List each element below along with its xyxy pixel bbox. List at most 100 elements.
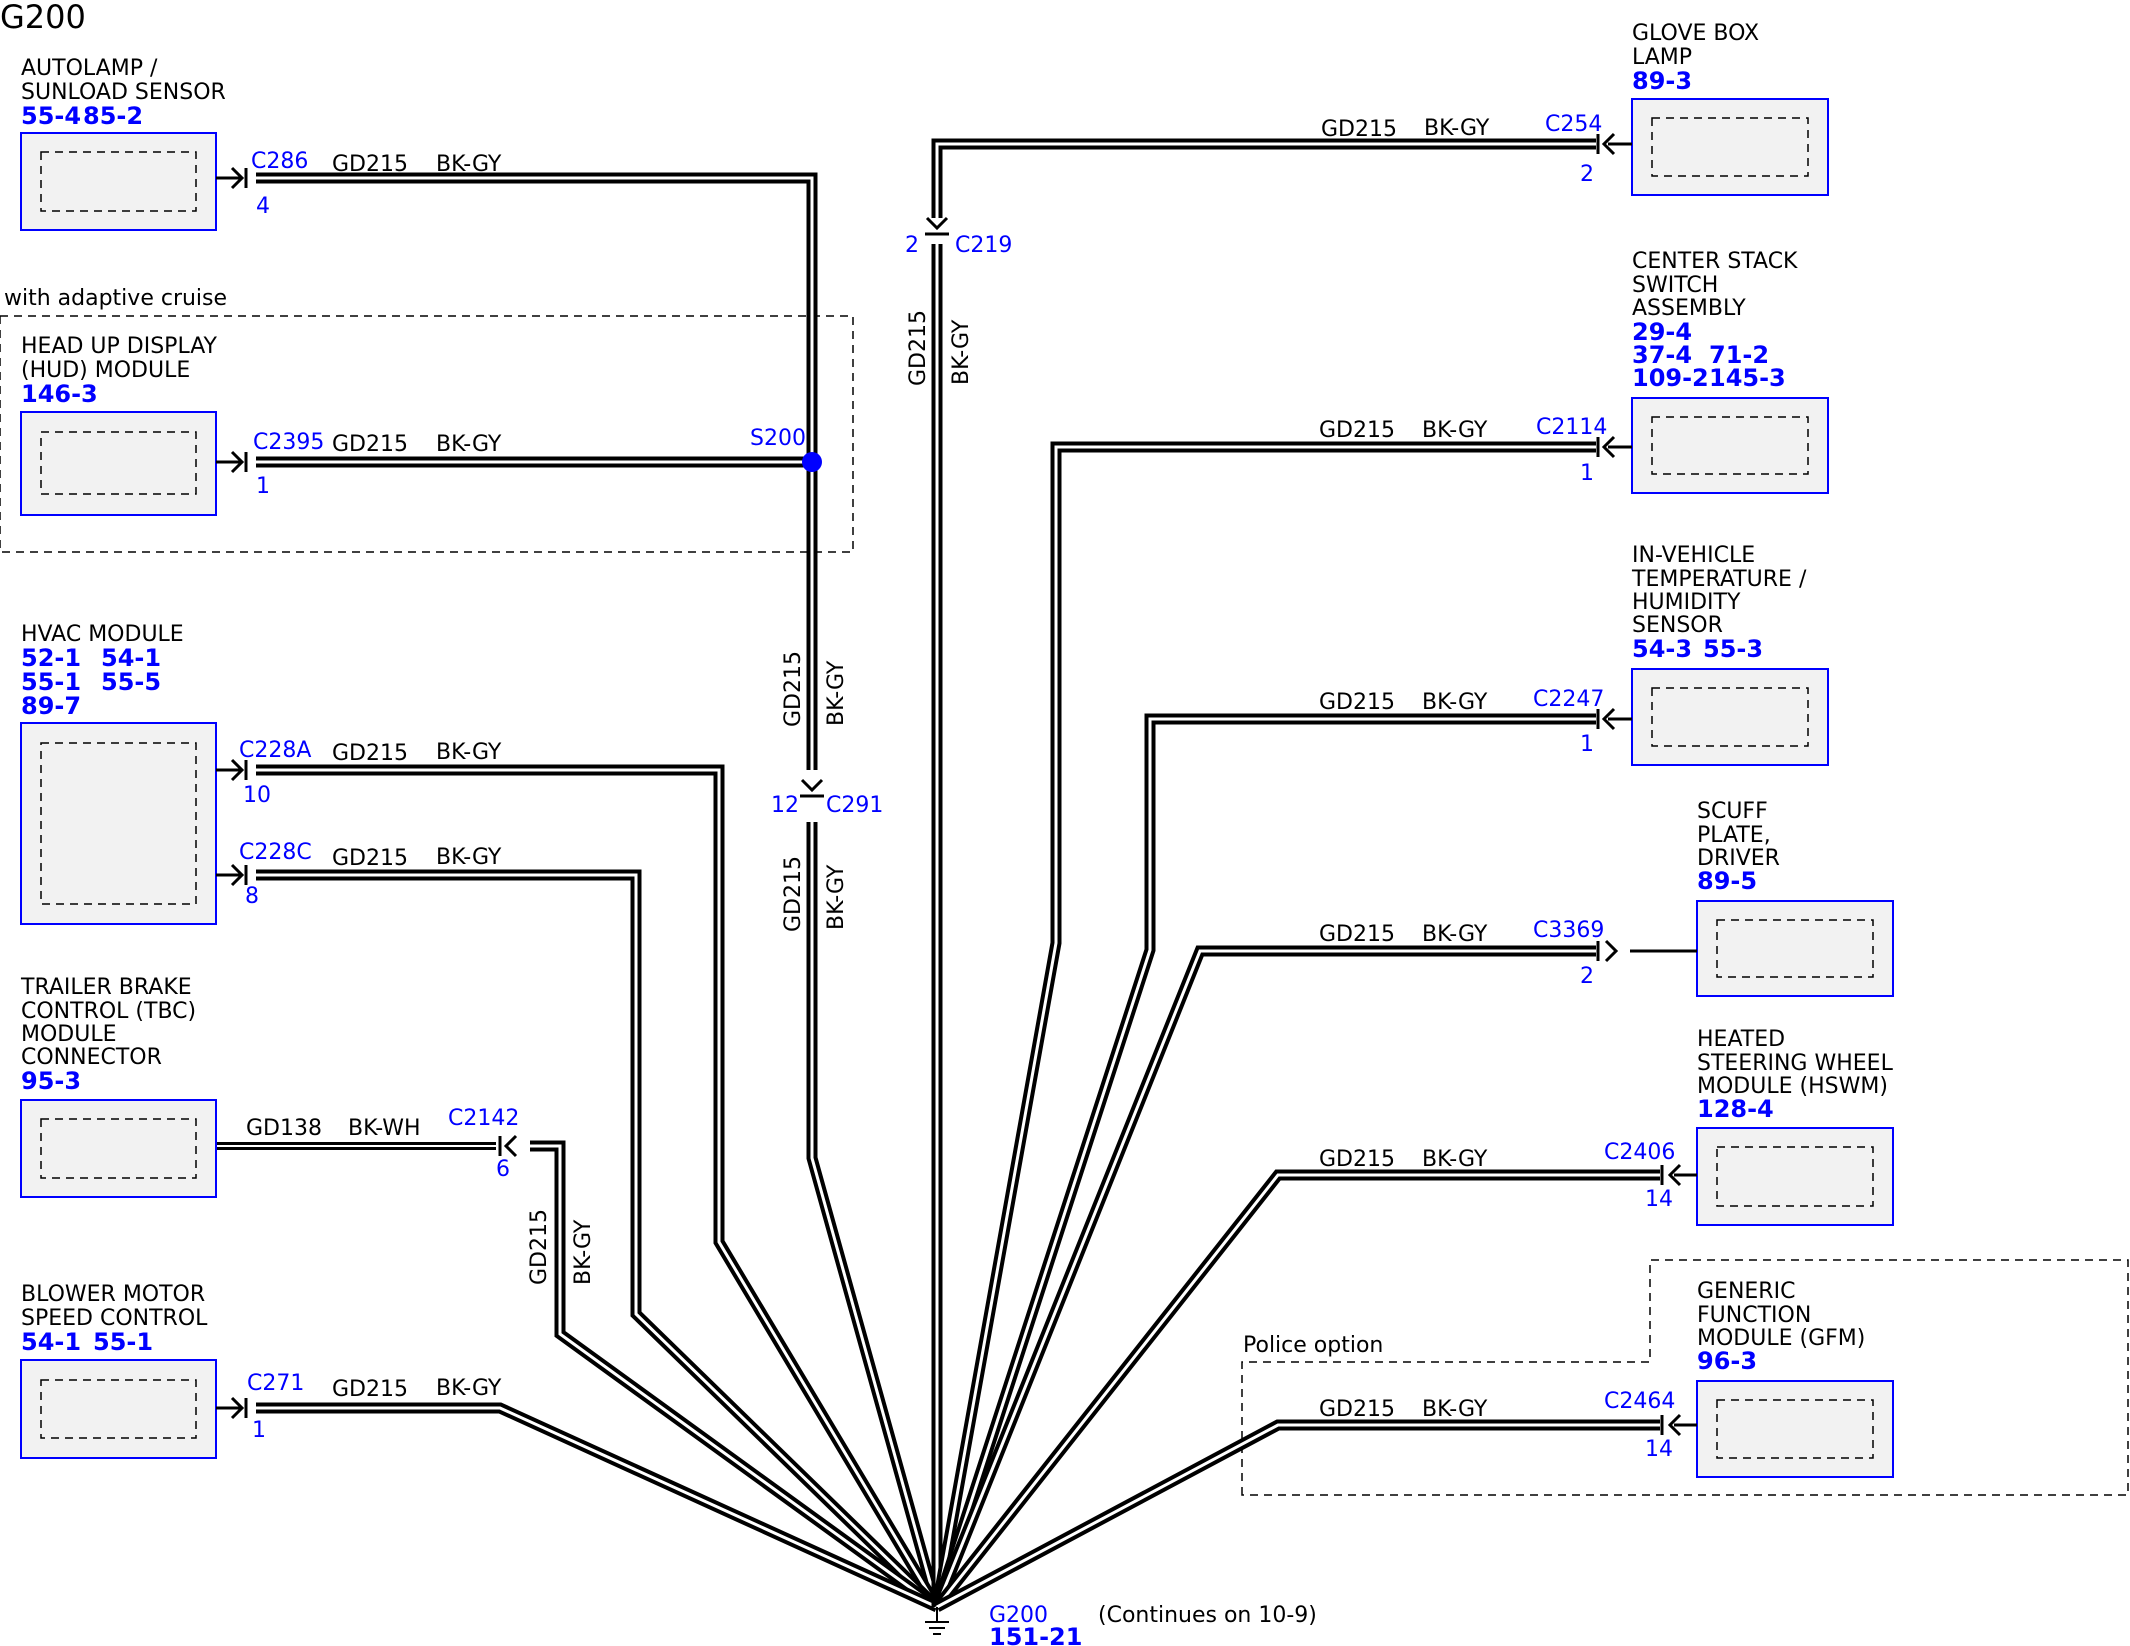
wire-color-label: BK-GY bbox=[436, 1376, 502, 1401]
splice-s200 bbox=[802, 452, 822, 472]
connector-name: C228A bbox=[239, 738, 311, 763]
circuit-label: GD215 bbox=[781, 856, 806, 932]
component-label: SWITCH bbox=[1632, 273, 1718, 298]
circuit-label: GD215 bbox=[332, 1377, 408, 1402]
wire-color-label: BK-GY bbox=[436, 845, 502, 870]
component-label: IN-VEHICLE bbox=[1632, 543, 1755, 568]
connector-name: C291 bbox=[826, 793, 883, 818]
center-stack-switch-assembly: CENTER STACK SWITCH ASSEMBLY 29-4 37-4 7… bbox=[1631, 249, 1829, 494]
component-ref: 89-7 bbox=[21, 692, 81, 720]
component-ref: 55-3 bbox=[1703, 635, 1763, 663]
wire-labels: GD215 BK-GY GD215 BK-GY GD215 BK-GY GD21… bbox=[246, 116, 1490, 1422]
glove-box-lamp: GLOVE BOX LAMP 89-3 bbox=[1631, 21, 1829, 196]
component-ref: 54-1 bbox=[101, 644, 161, 672]
connector-pin: 1 bbox=[1580, 461, 1594, 486]
circuit-label: GD215 bbox=[1319, 922, 1395, 947]
connector-labels: C286 4 C2395 1 C228A 10 C228C 8 C2142 6 … bbox=[239, 112, 1675, 1462]
component-ref: 96-3 bbox=[1697, 1347, 1757, 1375]
circuit-label: GD215 bbox=[1319, 1397, 1395, 1422]
component-label: HEATED bbox=[1697, 1027, 1785, 1052]
ground-icon bbox=[925, 1607, 949, 1635]
component-ref: 109-2 bbox=[1632, 364, 1709, 392]
wire-labels-vertical: GD215 BK-GY GD215 BK-GY GD215 BK-GY GD21… bbox=[527, 310, 974, 1285]
component-label: ASSEMBLY bbox=[1632, 296, 1746, 321]
wire-color-label: BK-GY bbox=[1422, 690, 1488, 715]
component-label: LAMP bbox=[1632, 45, 1692, 70]
connector-pin: 6 bbox=[496, 1157, 510, 1182]
wire-color-label: BK-GY bbox=[949, 319, 974, 385]
connector-name: C271 bbox=[247, 1371, 304, 1396]
component-ref: 54-3 bbox=[1632, 635, 1692, 663]
connector-name: C2406 bbox=[1604, 1140, 1675, 1165]
circuit-label: GD215 bbox=[1319, 1147, 1395, 1172]
circuit-label: GD215 bbox=[332, 741, 408, 766]
component-label: AUTOLAMP / bbox=[21, 56, 158, 81]
circuit-label: GD215 bbox=[1319, 690, 1395, 715]
wire-color-label: BK-GY bbox=[1422, 418, 1488, 443]
component-label: DRIVER bbox=[1697, 846, 1780, 871]
connector-name: C2142 bbox=[448, 1106, 519, 1131]
page-title: G200 bbox=[0, 0, 86, 36]
connector-pin: 1 bbox=[252, 1418, 266, 1443]
connector-pin: 2 bbox=[1580, 964, 1594, 989]
adaptive-cruise-zone bbox=[0, 315, 854, 553]
autolamp-sunload-sensor: AUTOLAMP / SUNLOAD SENSOR 55-4 85-2 bbox=[20, 56, 226, 231]
wire-color-label: BK-GY bbox=[1422, 1397, 1488, 1422]
component-ref: 71-2 bbox=[1709, 341, 1769, 369]
component-label: MODULE bbox=[21, 1022, 117, 1047]
component-ref: 145-3 bbox=[1709, 364, 1786, 392]
connector-symbols bbox=[216, 132, 1697, 1437]
circuit-label: GD138 bbox=[246, 1116, 322, 1141]
connector-pin: 4 bbox=[256, 194, 270, 219]
component-label: BLOWER MOTOR bbox=[21, 1282, 205, 1307]
ground-label: G200 bbox=[989, 1603, 1048, 1628]
connector-name: C228C bbox=[239, 840, 312, 865]
component-label: HEAD UP DISPLAY bbox=[21, 334, 218, 359]
wire-color-label: BK-GY bbox=[1424, 116, 1490, 141]
component-label: MODULE (GFM) bbox=[1697, 1326, 1865, 1351]
connector-pin: 2 bbox=[905, 233, 919, 258]
connector-pin: 1 bbox=[1580, 732, 1594, 757]
connector-name: C2114 bbox=[1536, 415, 1607, 440]
connector-name: C2395 bbox=[253, 430, 324, 455]
circuit-label: GD215 bbox=[332, 432, 408, 457]
circuit-label: GD215 bbox=[906, 310, 931, 386]
component-label: SPEED CONTROL bbox=[21, 1306, 208, 1331]
component-label: GENERIC bbox=[1697, 1279, 1795, 1304]
component-label: (HUD) MODULE bbox=[21, 358, 190, 383]
hud-module: HEAD UP DISPLAY (HUD) MODULE 146-3 bbox=[20, 334, 218, 516]
adaptive-cruise-label: with adaptive cruise bbox=[4, 286, 227, 311]
blower-motor-speed-control: BLOWER MOTOR SPEED CONTROL 54-1 55-1 bbox=[20, 1282, 217, 1459]
connector-pin: 2 bbox=[1580, 162, 1594, 187]
scuff-plate-driver: SCUFF PLATE, DRIVER 89-5 bbox=[1696, 799, 1894, 997]
component-label: SCUFF bbox=[1697, 799, 1768, 824]
continues-note: (Continues on 10-9) bbox=[1098, 1603, 1317, 1628]
component-ref: 85-2 bbox=[83, 102, 143, 130]
component-label: FUNCTION bbox=[1697, 1303, 1811, 1328]
connector-name: C219 bbox=[955, 233, 1012, 258]
wire-color-label: BK-GY bbox=[824, 864, 849, 930]
connector-pin: 14 bbox=[1645, 1437, 1673, 1462]
component-label: HVAC MODULE bbox=[21, 622, 184, 647]
component-label: MODULE (HSWM) bbox=[1697, 1074, 1888, 1099]
circuit-label: GD215 bbox=[527, 1209, 552, 1285]
component-label: GLOVE BOX bbox=[1632, 21, 1759, 46]
circuit-label: GD215 bbox=[332, 846, 408, 871]
connector-pin: 1 bbox=[256, 474, 270, 499]
component-label: TEMPERATURE / bbox=[1631, 567, 1807, 592]
component-label: PLATE, bbox=[1697, 823, 1771, 848]
connector-name: C3369 bbox=[1533, 918, 1604, 943]
component-label: SUNLOAD SENSOR bbox=[21, 80, 226, 105]
police-option-zone bbox=[1241, 1259, 2129, 1496]
circuit-label: GD215 bbox=[1321, 117, 1397, 142]
component-label: SENSOR bbox=[1632, 613, 1723, 638]
circuit-label: GD215 bbox=[1319, 418, 1395, 443]
component-ref: 146-3 bbox=[21, 380, 98, 408]
wire-color-label: BK-GY bbox=[436, 740, 502, 765]
component-ref: 89-5 bbox=[1697, 867, 1757, 895]
heated-steering-wheel-module: HEATED STEERING WHEEL MODULE (HSWM) 128-… bbox=[1696, 1027, 1894, 1226]
component-ref: 54-1 bbox=[21, 1328, 81, 1356]
connector-pin: 14 bbox=[1645, 1187, 1673, 1212]
hvac-module: HVAC MODULE 52-1 54-1 55-1 55-5 89-7 bbox=[20, 622, 217, 925]
